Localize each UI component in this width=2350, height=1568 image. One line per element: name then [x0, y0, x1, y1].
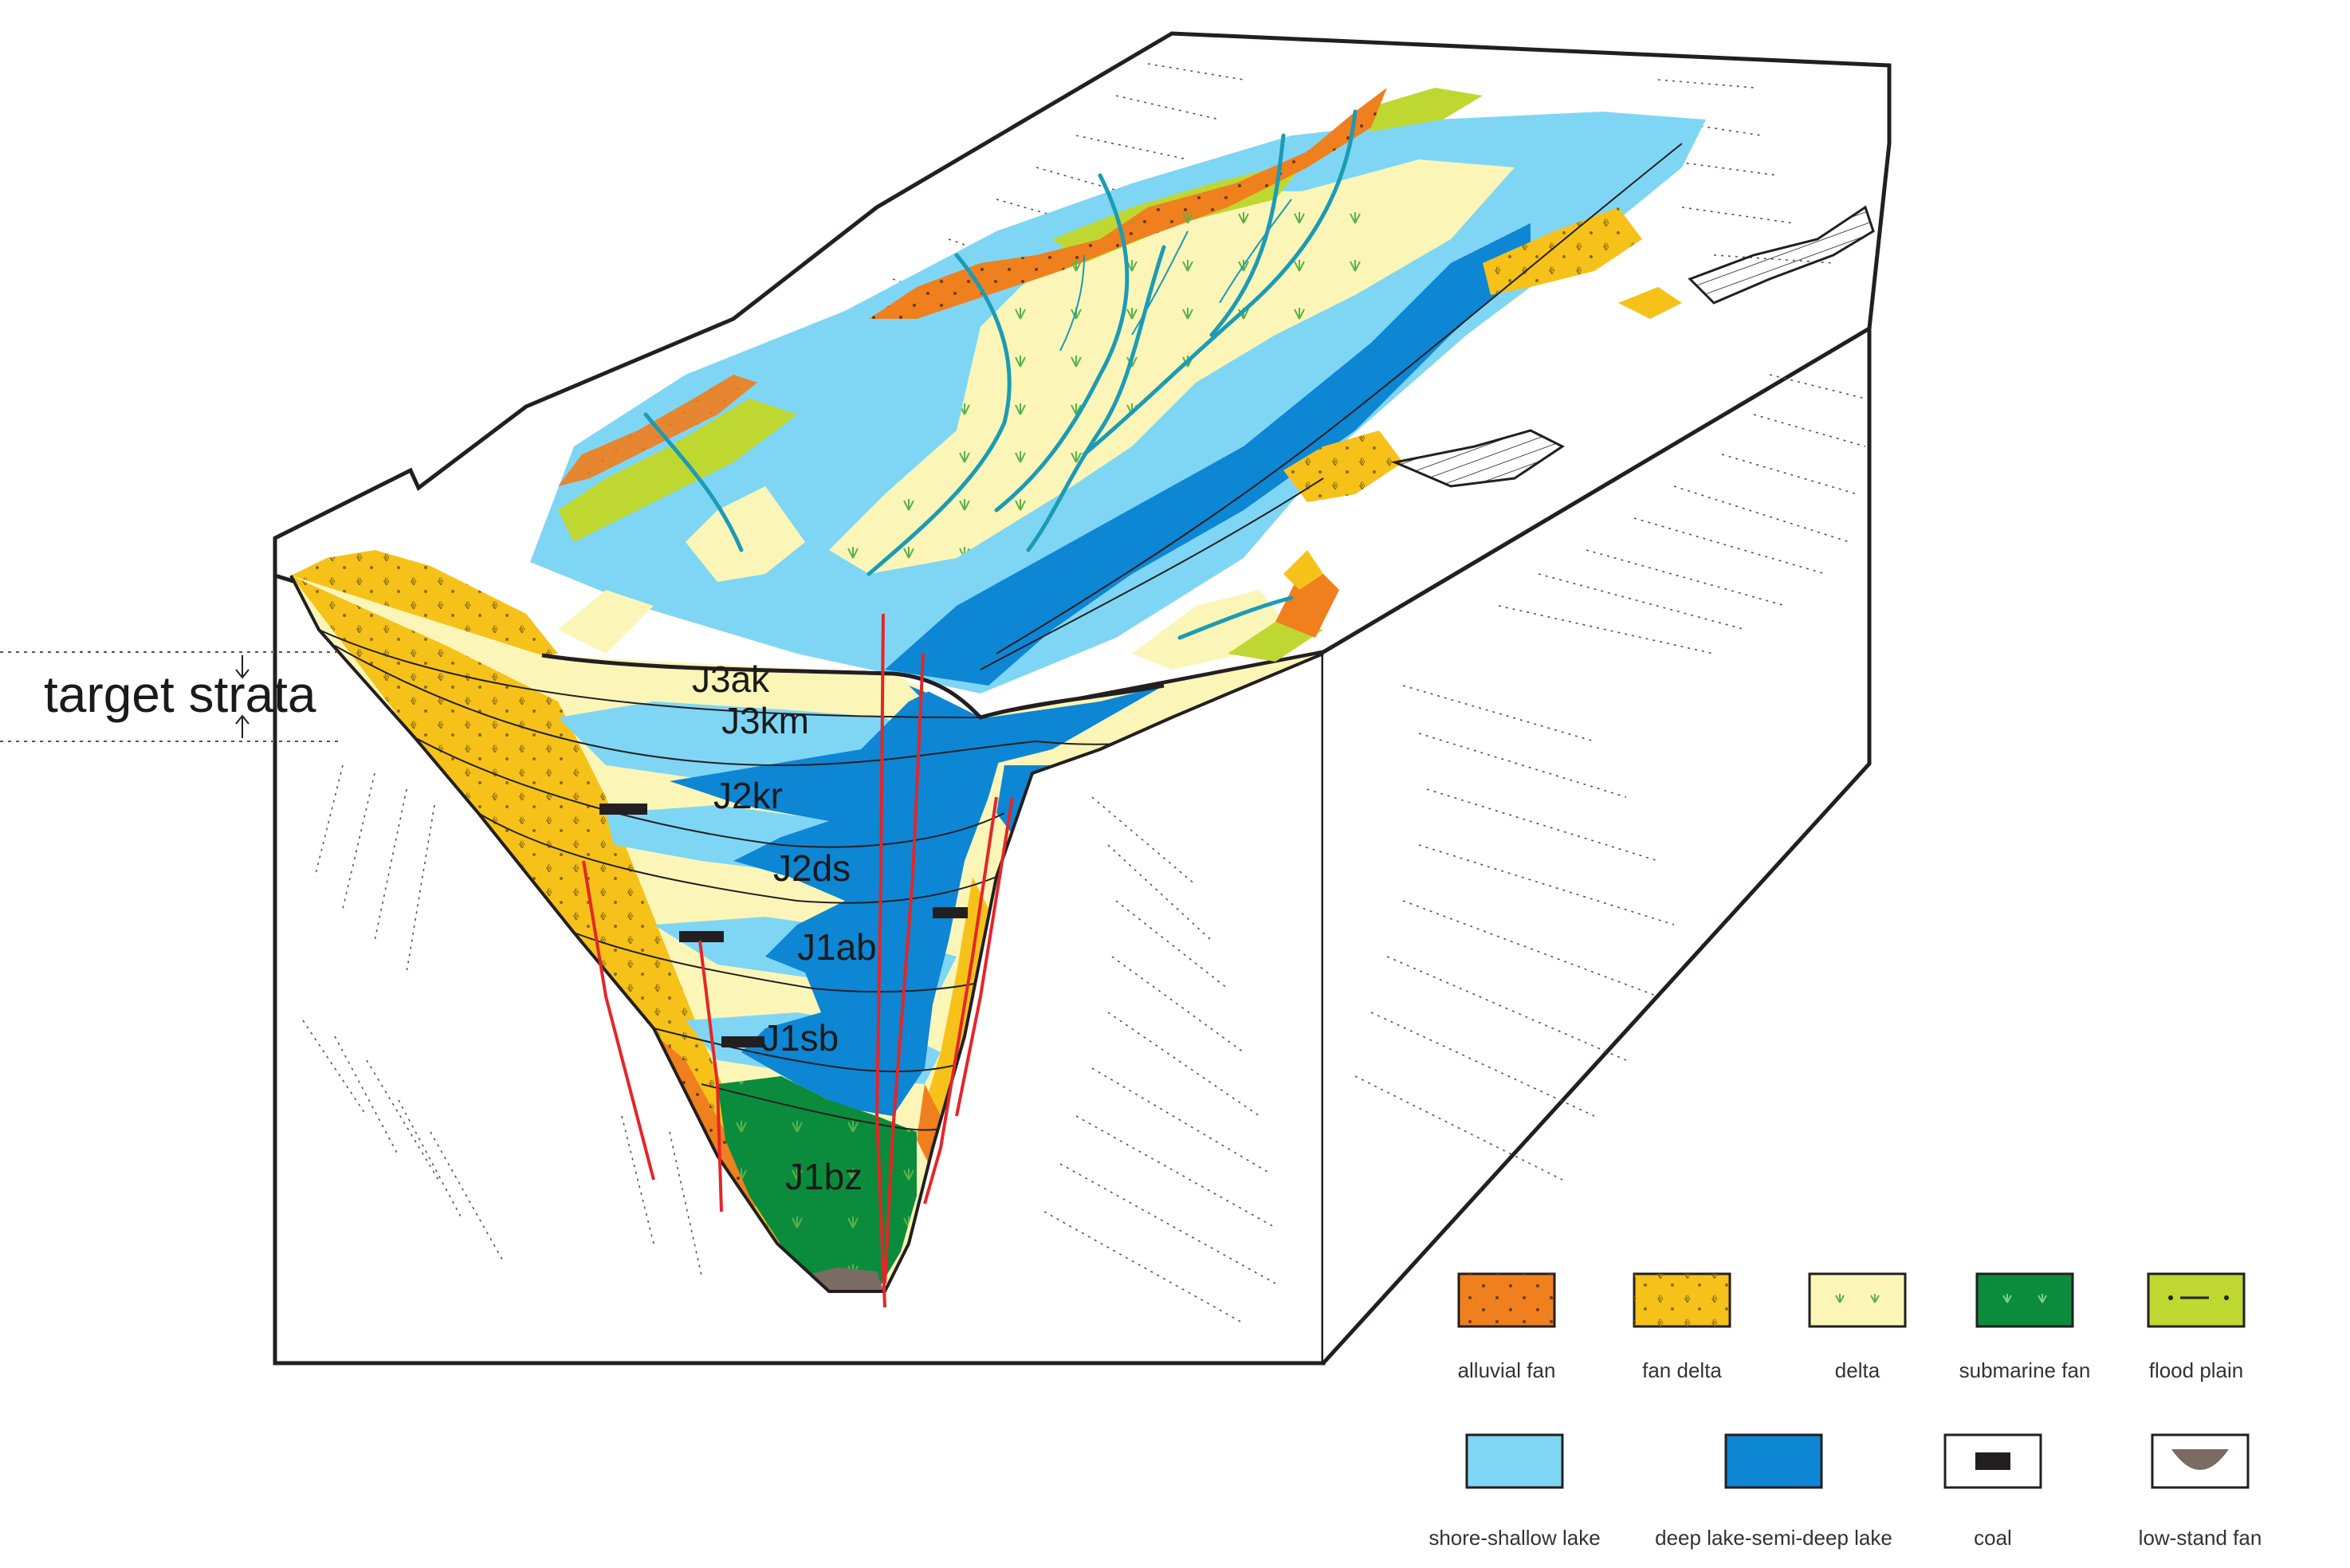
legend-item-alluvial: alluvial fan [1457, 1272, 1556, 1382]
target-strata-label: target strata [44, 666, 316, 723]
legend-label: deep lake-semi-deep lake [1655, 1526, 1892, 1550]
coal-seams [599, 804, 968, 1047]
legend-label: flood plain [2149, 1358, 2244, 1382]
strata-labels: J3ak J3km J2kr J2ds J1ab J1sb J1bz [692, 658, 877, 1197]
stratum-label: J3ak [692, 658, 770, 700]
stratum-label: J1sb [761, 1017, 839, 1059]
stratum-label: J2ds [773, 847, 851, 889]
legend-item-lowstand: low-stand fan [2139, 1433, 2262, 1550]
legend-label: coal [1974, 1526, 2012, 1550]
legend-item-flood: flood plain [2147, 1272, 2246, 1382]
legend-item-delta: delta [1808, 1272, 1907, 1382]
legend-item-deep: deep lake-semi-deep lake [1655, 1433, 1892, 1550]
legend-item-coal: coal [1943, 1433, 2042, 1550]
stratum-label: J1bz [785, 1156, 863, 1197]
legend-item-submarine: submarine fan [1959, 1272, 2091, 1382]
stratum-label: J3km [721, 700, 809, 741]
stratum-label: J1ab [797, 926, 877, 968]
legend-label: fan delta [1642, 1358, 1722, 1382]
legend-swatch [2147, 1272, 2246, 1328]
legend-swatch [1465, 1433, 1564, 1489]
legend-label: submarine fan [1959, 1358, 2091, 1382]
legend-swatch [1975, 1272, 2074, 1328]
legend: alluvial fan fan delta delta submarine fan f… [1428, 1272, 2262, 1550]
legend-swatch [1724, 1433, 1823, 1489]
legend-label: alluvial fan [1458, 1358, 1556, 1382]
legend-item-shallow: shore-shallow lake [1428, 1433, 1601, 1550]
stratum-label: J2kr [713, 775, 783, 816]
legend-label: low-stand fan [2139, 1526, 2262, 1550]
legend-label: delta [1835, 1358, 1880, 1382]
faults [582, 613, 1014, 1308]
distributary-channels [643, 109, 1358, 640]
surface-contours [980, 143, 1683, 670]
legend-item-fandelta: fan delta [1633, 1272, 1731, 1382]
legend-swatch [1808, 1272, 1907, 1328]
target-strata-indicator: target strata [0, 651, 343, 742]
channel-tributaries [1059, 198, 1292, 352]
legend-label: shore-shallow lake [1428, 1526, 1600, 1550]
